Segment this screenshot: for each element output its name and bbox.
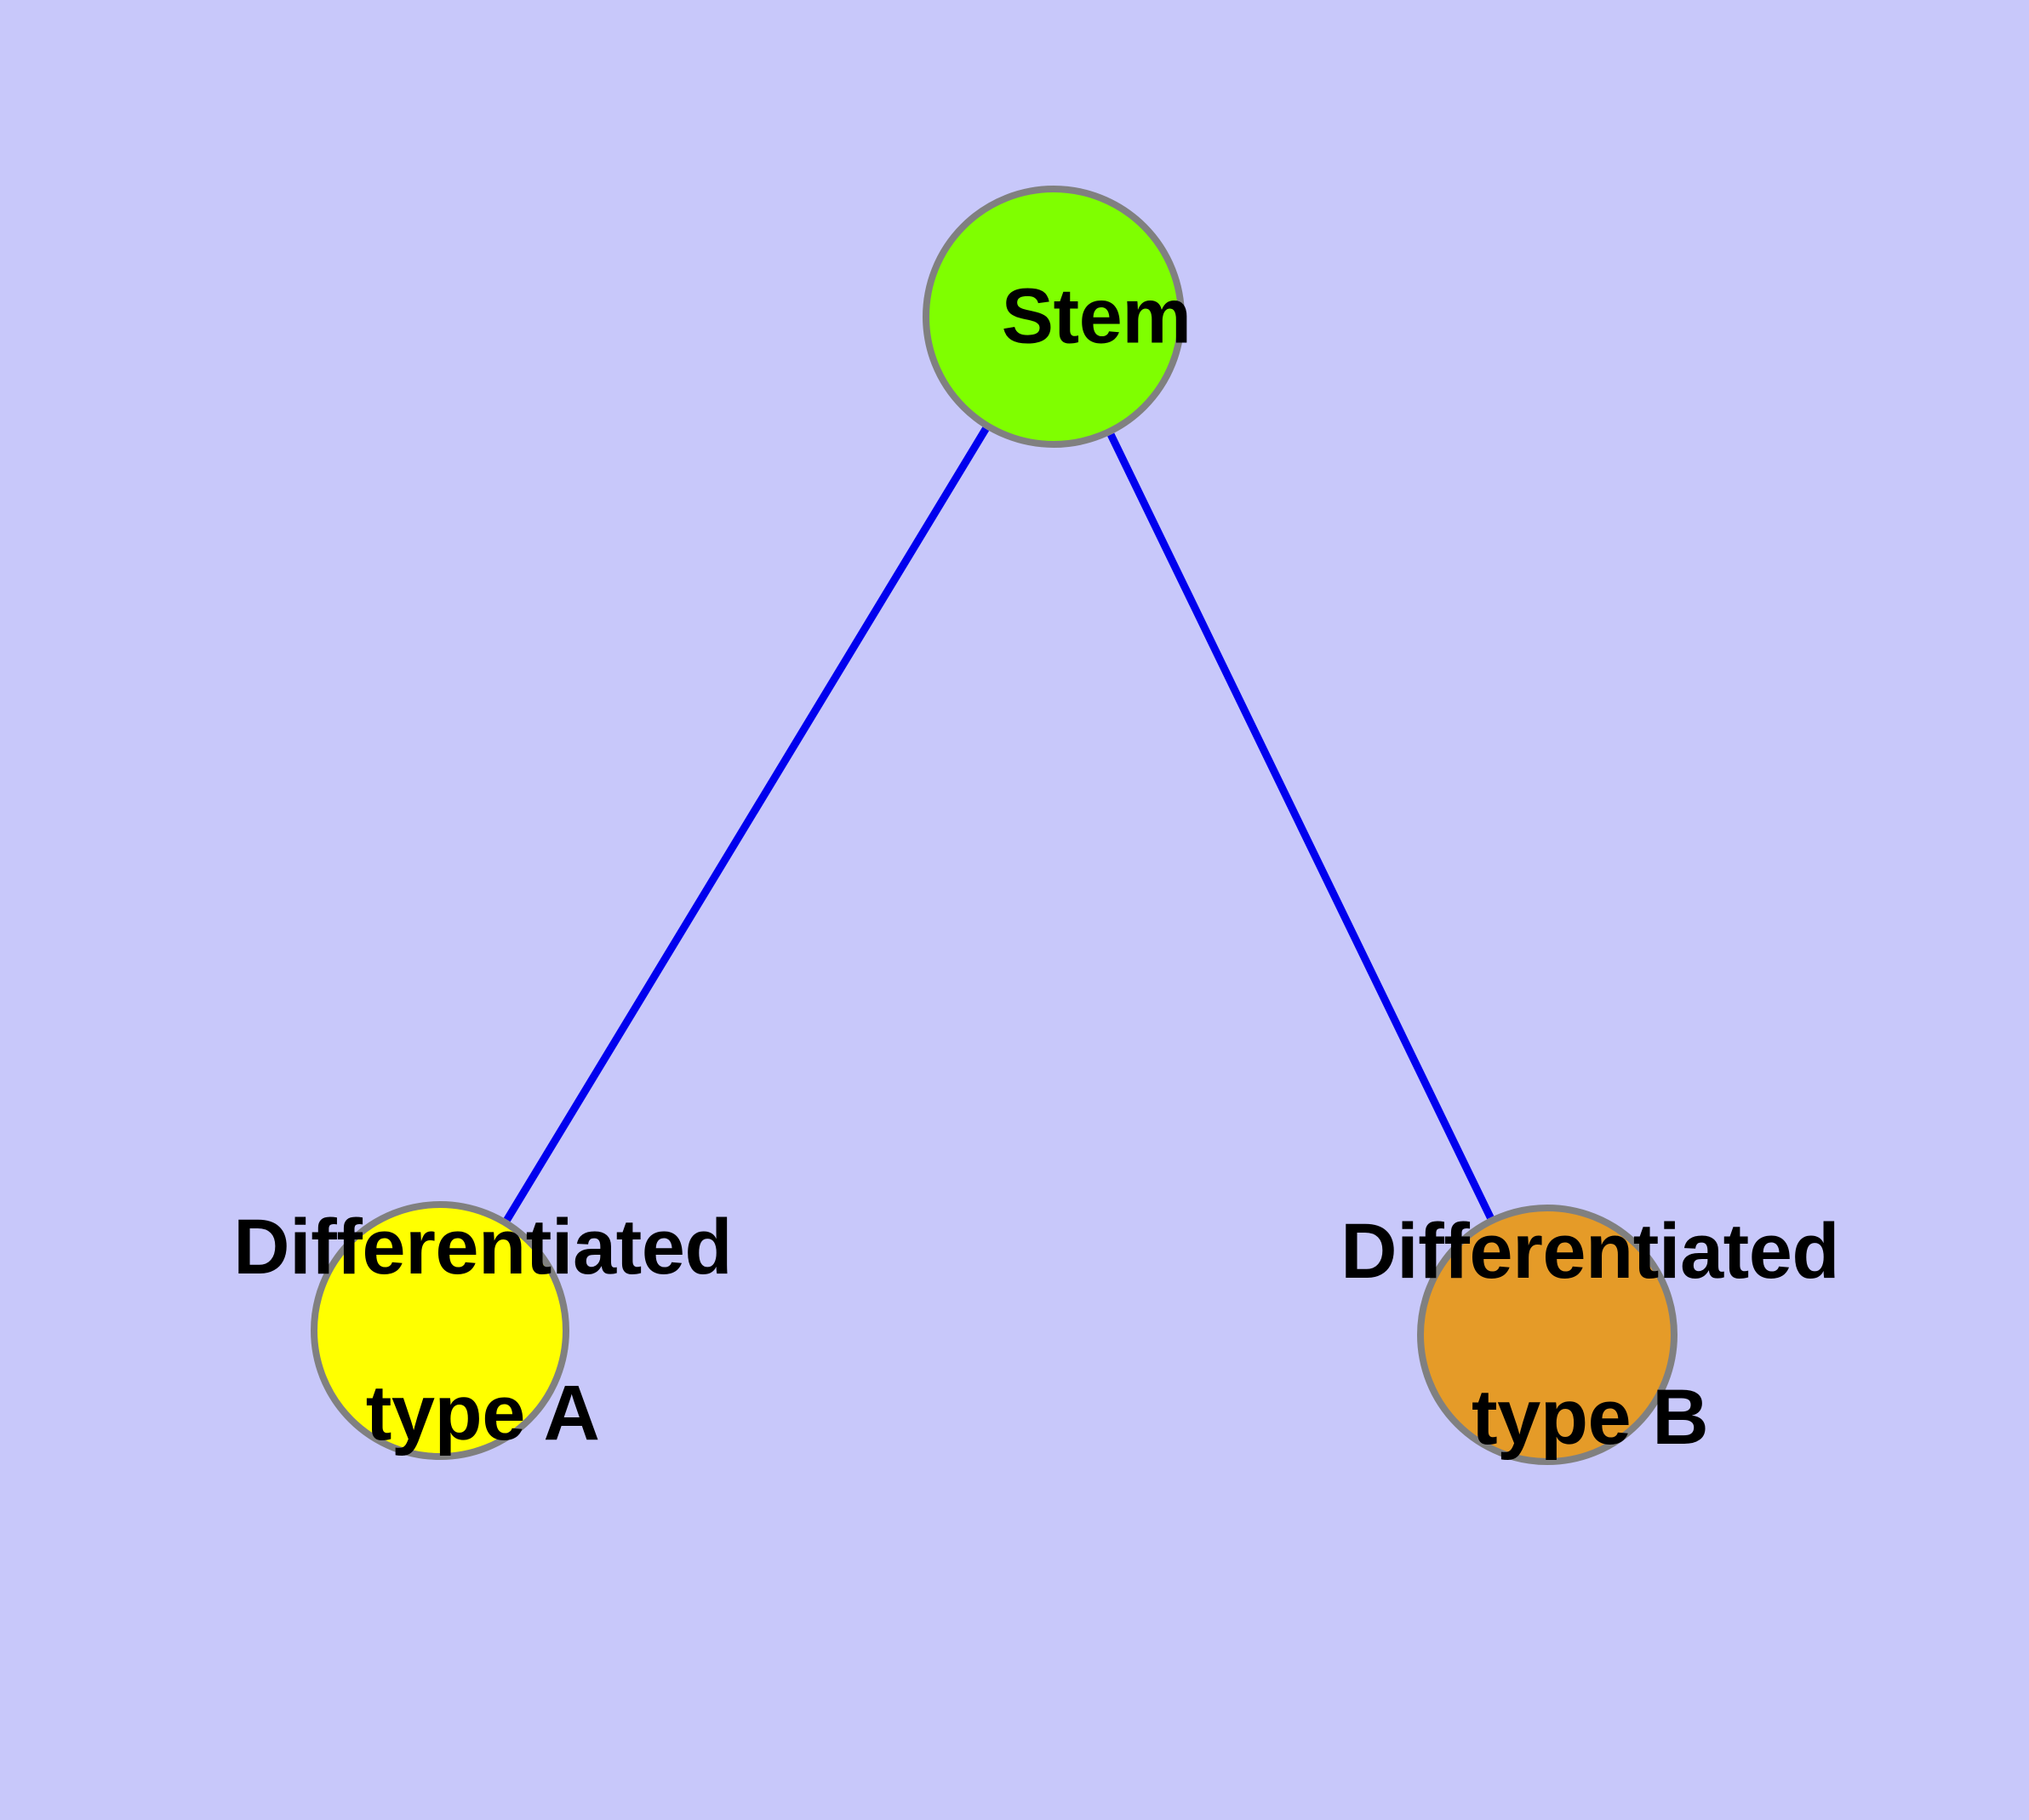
edge-stem-to-differentiated-type-a (503, 426, 990, 1222)
node-differentiated-type-b[interactable] (1417, 1205, 1677, 1465)
edge-stem-to-differentiated-type-b (1107, 432, 1495, 1220)
node-stem[interactable] (923, 186, 1185, 448)
node-differentiated-type-a[interactable] (311, 1201, 569, 1460)
